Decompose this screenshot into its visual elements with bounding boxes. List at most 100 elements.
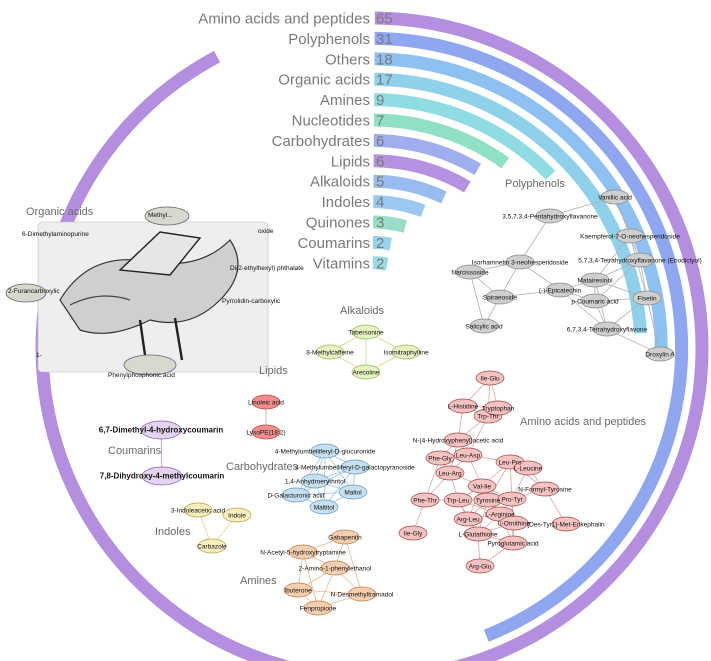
- network-node: [467, 478, 497, 494]
- network-node-label: L-Histidine: [448, 404, 479, 411]
- network-node: [448, 398, 478, 414]
- network-edge: [469, 271, 485, 327]
- network-node: [600, 189, 630, 205]
- network-node: [410, 492, 440, 508]
- network-node-label: 4-Methylumbelliferyl-D-glucuronide: [275, 449, 376, 456]
- network-node: [505, 254, 535, 270]
- network-node-label: Pro-Tyr: [501, 497, 523, 504]
- category-value-indoles: 4: [376, 194, 384, 211]
- network-node: [197, 538, 227, 554]
- network-node-label: p-Coumaric acid: [571, 299, 619, 306]
- radial-bar: [373, 154, 471, 193]
- category-value-alkaloids: 5: [376, 174, 384, 191]
- network-node: [483, 400, 513, 416]
- category-value-quinones: 3: [376, 215, 384, 232]
- category-label-carbohydrates: Carbohydrates: [272, 133, 370, 150]
- network-node: [183, 502, 213, 518]
- network-node-label: Leu-Pro: [498, 460, 522, 467]
- radial-bar: [372, 235, 392, 251]
- organic-acid-label: Di(2-ethylhexyl) phthalate: [230, 265, 304, 272]
- category-label-organic-acids: Organic acids: [278, 72, 370, 89]
- network-node: [513, 460, 543, 476]
- network-node-label: 6,7,3,4-Tetrahydroxyflavone: [567, 327, 648, 334]
- network-node-label: N-(4-Hydroxyphenyl)acetic acid: [413, 438, 504, 445]
- network-node-label: D-Galacturonic acid: [267, 493, 324, 500]
- category-label-nucleotides: Nucleotides: [292, 113, 370, 130]
- network-node-label: Ile-Glu: [480, 376, 500, 383]
- network-node: [632, 290, 662, 306]
- category-label-amino-acids: Amino acids and peptides: [198, 11, 370, 28]
- network-node: [443, 492, 473, 508]
- network-node-label: Arg-Leu: [456, 517, 480, 524]
- network-node: [303, 600, 333, 616]
- category-label-coumarins: Coumarins: [297, 235, 370, 252]
- network-node: [310, 443, 340, 459]
- network-node: [497, 491, 527, 507]
- sketch-shape: [69, 295, 131, 306]
- network-node: [283, 582, 313, 598]
- network-cluster: GabapentinN-Acetyl-5-hydroxytryptamine2-…: [240, 529, 394, 616]
- network-node: [475, 370, 505, 386]
- network-node-label: Gabapentin: [328, 535, 362, 542]
- network-node-label: 3,5,7,3,4-Pentahydroxyflavanone: [502, 214, 598, 221]
- category-value-carbohydrates: 6: [376, 133, 384, 150]
- network-edge: [295, 450, 326, 496]
- network-node-label: Arecoline: [352, 370, 379, 377]
- network-node: [141, 466, 183, 486]
- network-node: [485, 289, 515, 305]
- organic-acids-labels: 6-DimethylaminopurineMethyl...oxideDi(2-…: [8, 212, 304, 379]
- network-edge: [594, 235, 631, 281]
- network-node: [347, 586, 377, 602]
- network-cluster: 3-Indoleacetic acidIndoleCarbazoleIndole…: [155, 502, 252, 554]
- category-value-vitamins: 2: [376, 255, 384, 272]
- network-node-label: 1,4-Anhydroerythritol: [285, 479, 346, 486]
- network-node: [499, 515, 529, 531]
- network-node: [338, 484, 368, 500]
- network-node-label: Leu-Arg: [438, 471, 462, 478]
- network-node-label: [Des-Tyr1]-Met-Enkephalin: [527, 522, 605, 529]
- group-title: Lipids: [259, 365, 288, 377]
- network-node: [535, 208, 565, 224]
- network-node: [140, 420, 182, 440]
- network-node-label: L-Arginine: [485, 512, 515, 519]
- network-node: [530, 481, 560, 497]
- network-edge: [559, 289, 608, 330]
- network-node-label: N-Desmethyltramadol: [331, 592, 394, 599]
- network-node-label: Linoleic acid: [248, 400, 284, 407]
- network-node-label: 7,8-Dihydroxy-4-methylcoumarin: [100, 472, 225, 481]
- category-label-polyphenols: Polyphenols: [288, 31, 370, 48]
- category-value-nucleotides: 7: [376, 113, 384, 130]
- network-node-label: Leu-Asp: [456, 453, 481, 460]
- network-edge: [594, 259, 641, 302]
- group-title: Alkaloids: [340, 305, 385, 317]
- network-node: [330, 529, 360, 545]
- category-label-vitamins: Vitamins: [313, 255, 370, 272]
- network-node-label: N-Acetyl-5-hydroxytryptamine: [260, 550, 346, 557]
- network-node: [351, 364, 381, 380]
- network-node-label: N-Formyl-Tyrosine: [518, 487, 572, 494]
- network-node: [251, 394, 281, 410]
- network-node: [300, 473, 330, 489]
- network-node-label: Isorhamnetin 3-neohesperidoside: [472, 260, 569, 267]
- network-node: [592, 321, 622, 337]
- network-node: [465, 558, 495, 574]
- network-node: [251, 424, 281, 440]
- network-node: [453, 447, 483, 463]
- network-node-label: Tabersonine: [348, 330, 384, 337]
- network-node: [351, 324, 381, 340]
- organic-acid-label: Phenylphosphonic acid: [108, 372, 175, 379]
- network-node-label: Kaempferol-7-O-neohesperidoside: [580, 234, 680, 241]
- network-node-label: Pyroglutamic acid: [487, 541, 539, 548]
- network-node-label: Phe-Gly: [428, 456, 452, 463]
- organic-acid-node: [123, 354, 177, 376]
- network-node: [391, 344, 421, 360]
- network-node: [580, 293, 610, 309]
- network-node-label: Droxylin A: [645, 352, 675, 359]
- network-node: [443, 432, 473, 448]
- category-value-amino-acids: 65: [376, 11, 393, 28]
- category-label-indoles: Indoles: [322, 194, 370, 211]
- network-cluster: 6,7-Dimethyl-4-hydroxycoumarin7,8-Dihydr…: [99, 420, 225, 486]
- network-node-label: Narcissoside: [451, 270, 489, 277]
